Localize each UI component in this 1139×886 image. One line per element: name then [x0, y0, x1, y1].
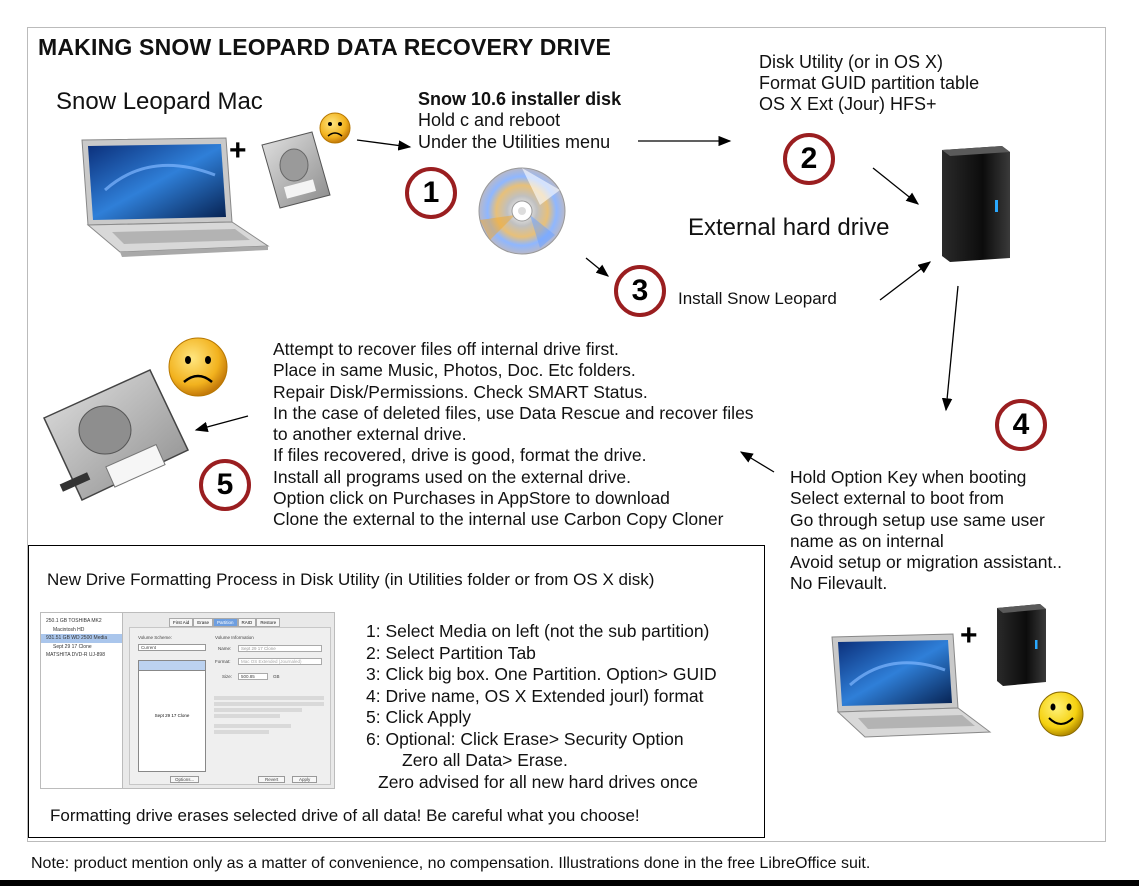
formatting-process-title: New Drive Formatting Process in Disk Uti…: [47, 570, 654, 590]
step-4-text: Hold Option Key when booting Select exte…: [790, 467, 1062, 595]
internal-hard-drive-icon: [44, 370, 188, 500]
du-tab-partition: Partition: [213, 618, 238, 627]
du-scheme-select: Current: [138, 644, 206, 651]
du-tab: Restore: [256, 618, 280, 627]
step-5-line: Clone the external to the internal use C…: [273, 509, 754, 530]
formatting-step: 3: Click big box. One Partition. Option>…: [366, 664, 717, 686]
step-2-badge: 2: [783, 133, 835, 185]
du-size-label: Size:: [222, 674, 232, 679]
du-sidebar-item: 250.1 GB TOSHIBA MK2: [41, 617, 122, 626]
formatting-steps: 1: Select Media on left (not the sub par…: [366, 621, 717, 793]
du-tabs: First Aid Erase Partition RAID Restore: [169, 618, 280, 627]
step-5-line: Option click on Purchases in AppStore to…: [273, 488, 754, 509]
step-5-line: If files recovered, drive is good, forma…: [273, 445, 754, 466]
step-4-badge: 4: [995, 399, 1047, 451]
du-size-field: 500.85: [238, 673, 268, 680]
step-4-line: Avoid setup or migration assistant..: [790, 552, 1062, 573]
formatting-step: 5: Click Apply: [366, 707, 717, 729]
step-1-badge: 1: [405, 167, 457, 219]
step-5-badge: 5: [199, 459, 251, 511]
du-tab: First Aid: [169, 618, 193, 627]
formatting-step: 1: Select Media on left (not the sub par…: [366, 621, 717, 643]
sad-face-icon: [320, 113, 350, 143]
du-tab: Erase: [193, 618, 213, 627]
du-sidebar-item: MATSHITA DVD-R UJ-898: [41, 651, 122, 660]
formatting-step: 4: Drive name, OS X Extended jourl) form…: [366, 686, 717, 708]
du-name-label: Name:: [218, 646, 231, 651]
step-5-text: Attempt to recover files off internal dr…: [273, 339, 754, 531]
step-5-line: Attempt to recover files off internal dr…: [273, 339, 754, 360]
step-5-line: Install all programs used on the externa…: [273, 467, 754, 488]
happy-face-icon: [1039, 692, 1083, 736]
formatting-step: 6: Optional: Click Erase> Security Optio…: [366, 729, 717, 751]
hard-drive-icon: [262, 132, 330, 208]
step-5-line: to another external drive.: [273, 424, 754, 445]
du-revert-button: Revert: [258, 776, 285, 783]
du-apply-button: Apply: [292, 776, 317, 783]
step-5-line: In the case of deleted files, use Data R…: [273, 403, 754, 424]
external-drive-icon-2: [997, 604, 1046, 686]
plus-sign: +: [229, 134, 247, 167]
step-5-line: Repair Disk/Permissions. Check SMART Sta…: [273, 382, 754, 403]
step-4-line: Go through setup use same user: [790, 510, 1062, 531]
du-format-select: Mac OS Extended (Journaled): [238, 658, 322, 665]
external-drive-icon: [942, 146, 1010, 262]
du-size-unit: GB: [273, 674, 280, 679]
step-4-line: name as on internal: [790, 531, 1062, 552]
step-4-line: No Filevault.: [790, 573, 1062, 594]
plus-sign-2: +: [960, 619, 978, 652]
du-tab: RAID: [238, 618, 257, 627]
footnote: Note: product mention only as a matter o…: [31, 855, 870, 873]
du-info-text: [214, 696, 324, 734]
du-format-label: Format:: [215, 659, 231, 664]
cd-icon: [479, 168, 565, 254]
du-sidebar-item: Macintosh HD: [41, 626, 122, 635]
du-info-label: Volume Information: [215, 635, 254, 640]
formatting-warning: Formatting drive erases selected drive o…: [50, 806, 640, 826]
du-options-button: Options...: [170, 776, 199, 783]
step-4-line: Hold Option Key when booting: [790, 467, 1062, 488]
du-partition-box: Sept 29 17 Clone: [138, 660, 206, 772]
du-sidebar-item-selected: 931.51 GB WD 2500 Media: [41, 634, 122, 643]
du-sidebar-item: Sept 29 17 Clone: [41, 643, 122, 652]
du-sidebar: 250.1 GB TOSHIBA MK2 Macintosh HD 931.51…: [41, 613, 123, 789]
du-partition-panel: Volume Scheme: Current Volume Informatio…: [129, 627, 331, 785]
du-partition-label: Sept 29 17 Clone: [139, 713, 205, 718]
big-sad-face-icon: [169, 338, 227, 396]
du-name-field: Sept 29 17 Clone: [238, 645, 322, 652]
step-5-line: Place in same Music, Photos, Doc. Etc fo…: [273, 360, 754, 381]
formatting-step: 2: Select Partition Tab: [366, 643, 717, 665]
disk-utility-screenshot: 250.1 GB TOSHIBA MK2 Macintosh HD 931.51…: [40, 612, 335, 789]
step-4-line: Select external to boot from: [790, 488, 1062, 509]
formatting-step: Zero advised for all new hard drives onc…: [366, 772, 717, 794]
step-3-badge: 3: [614, 265, 666, 317]
formatting-step: Zero all Data> Erase.: [366, 750, 717, 772]
bottom-rule: [0, 880, 1139, 886]
du-scheme-label: Volume Scheme:: [138, 635, 172, 640]
